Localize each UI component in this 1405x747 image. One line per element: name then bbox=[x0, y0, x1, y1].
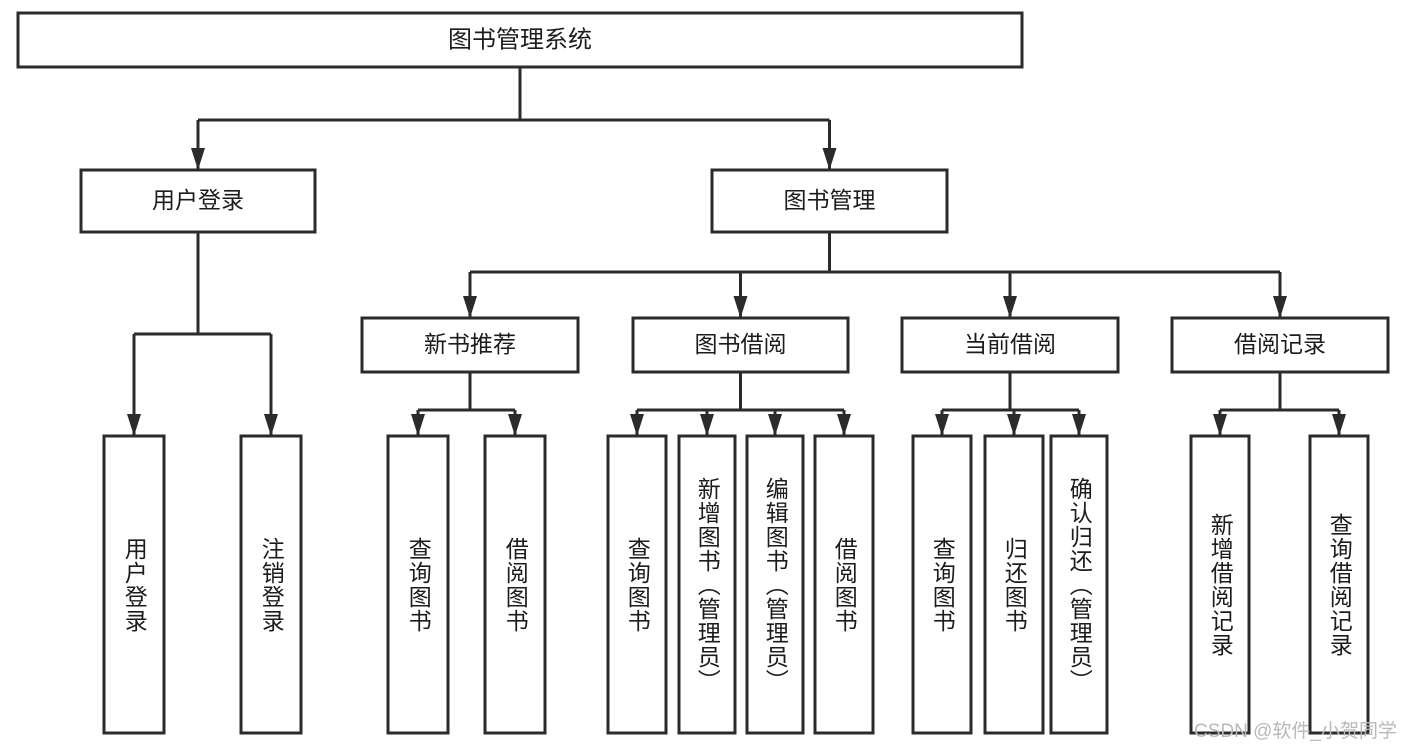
node-box bbox=[1049, 434, 1109, 735]
node-leaf-edit-book-admin[interactable] bbox=[745, 434, 805, 735]
node-label: 图书借阅 bbox=[695, 331, 787, 357]
arrowhead-icon bbox=[1273, 296, 1287, 318]
arrowhead-icon bbox=[1213, 414, 1227, 436]
node-box bbox=[16, 11, 1024, 69]
node-leaf-query-book-rec[interactable] bbox=[386, 434, 450, 735]
arrowhead-icon bbox=[1072, 414, 1086, 436]
node-leaf-return-book[interactable] bbox=[983, 434, 1045, 735]
node-box bbox=[813, 434, 875, 735]
arrowhead-icon bbox=[463, 296, 477, 318]
node-label: 当前借阅 bbox=[964, 331, 1056, 357]
node-book-management[interactable]: 图书管理 bbox=[710, 168, 949, 234]
node-leaf-logout[interactable] bbox=[239, 434, 303, 735]
node-label: 图书管理系统 bbox=[448, 26, 592, 53]
node-label: 图书管理 bbox=[784, 187, 876, 213]
arrowhead-icon bbox=[837, 414, 851, 436]
node-user-login[interactable]: 用户登录 bbox=[79, 168, 317, 234]
node-box bbox=[983, 434, 1045, 735]
arrowhead-icon bbox=[411, 414, 425, 436]
arrowhead-icon bbox=[700, 414, 714, 436]
node-label: 新书推荐 bbox=[424, 331, 516, 357]
node-leaf-add-book-admin[interactable] bbox=[677, 434, 737, 735]
arrowhead-icon bbox=[264, 414, 278, 436]
node-box bbox=[239, 434, 303, 735]
node-label: 借阅记录 bbox=[1234, 331, 1326, 357]
node-box bbox=[745, 434, 805, 735]
arrowhead-icon bbox=[508, 414, 522, 436]
arrowhead-icon bbox=[733, 296, 748, 318]
node-box bbox=[1308, 434, 1370, 735]
arrowhead-icon bbox=[1332, 414, 1346, 436]
node-box bbox=[900, 316, 1120, 374]
arrowhead-icon bbox=[127, 414, 141, 436]
node-leaf-query-book-borrow[interactable] bbox=[606, 434, 668, 735]
node-leaf-borrow-book-rec[interactable] bbox=[483, 434, 547, 735]
arrowhead-icon bbox=[935, 414, 949, 436]
node-box bbox=[102, 434, 166, 735]
node-box bbox=[606, 434, 668, 735]
node-root[interactable]: 图书管理系统 bbox=[16, 11, 1024, 69]
node-current-borrow[interactable]: 当前借阅 bbox=[900, 316, 1120, 374]
node-leaf-borrow-book[interactable] bbox=[813, 434, 875, 735]
node-box bbox=[1189, 434, 1251, 735]
arrowhead-icon bbox=[1007, 414, 1021, 436]
node-leaf-query-book-current[interactable] bbox=[911, 434, 973, 735]
node-leaf-add-borrow-record[interactable] bbox=[1189, 434, 1251, 735]
node-box bbox=[483, 434, 547, 735]
arrowhead-icon bbox=[1003, 296, 1017, 318]
node-new-book-recommend[interactable]: 新书推荐 bbox=[360, 316, 580, 374]
node-borrow-record[interactable]: 借阅记录 bbox=[1170, 316, 1390, 374]
node-box bbox=[360, 316, 580, 374]
arrowhead-icon bbox=[191, 148, 205, 170]
node-leaf-confirm-return-admin[interactable] bbox=[1049, 434, 1109, 735]
node-book-borrow[interactable]: 图书借阅 bbox=[631, 316, 850, 374]
arrowhead-icon bbox=[768, 414, 782, 436]
node-leaf-query-borrow-record[interactable] bbox=[1308, 434, 1370, 735]
node-box bbox=[79, 168, 317, 234]
node-leaf-user-login[interactable] bbox=[102, 434, 166, 735]
arrowhead-icon bbox=[822, 148, 837, 170]
node-box bbox=[911, 434, 973, 735]
watermark-text: CSDN @软件_小贺同学 bbox=[1194, 721, 1397, 742]
arrowhead-icon bbox=[630, 414, 644, 436]
node-label: 用户登录 bbox=[152, 187, 244, 213]
node-box bbox=[386, 434, 450, 735]
node-box bbox=[677, 434, 737, 735]
